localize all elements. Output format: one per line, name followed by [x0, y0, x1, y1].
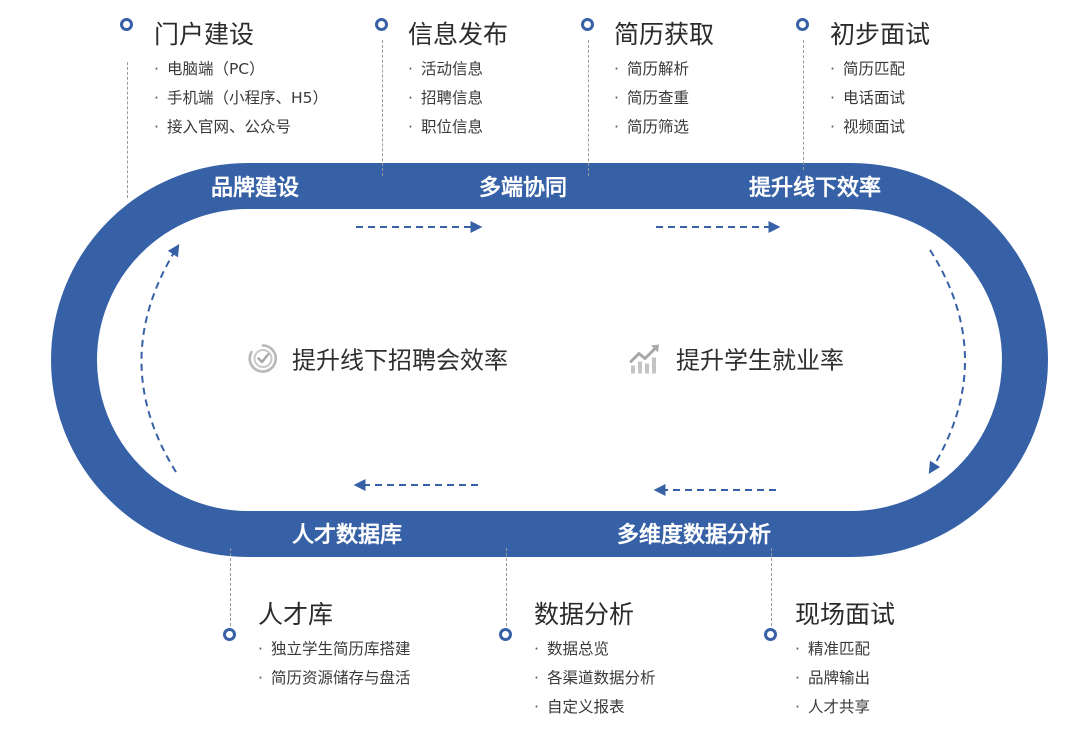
section-marker-dot [223, 628, 236, 641]
section-item: 精准匹配 [795, 635, 895, 664]
section-item: 电脑端（PC） [154, 55, 328, 84]
section-item: 自定义报表 [534, 693, 655, 722]
section-marker-dot [375, 18, 388, 31]
center-text: 提升线下招聘会效率 [292, 346, 508, 375]
section-portal-construction: 门户建设 电脑端（PC） 手机端（小程序、H5） 接入官网、公众号 [154, 20, 328, 142]
connector-line [382, 40, 383, 176]
section-item: 数据总览 [534, 635, 655, 664]
cycle-track [51, 163, 1048, 557]
section-title: 门户建设 [154, 20, 255, 49]
section-item: 活动信息 [408, 55, 508, 84]
section-marker-dot [764, 628, 777, 641]
center-goal-employment-rate: 提升学生就业率 [628, 341, 844, 376]
section-item: 简历资源储存与盘活 [258, 664, 411, 693]
section-initial-interview: 初步面试 简历匹配 电话面试 视频面试 [830, 20, 930, 142]
section-item: 简历匹配 [830, 55, 930, 84]
section-resume-acquisition: 简历获取 简历解析 简历查重 简历筛选 [614, 20, 714, 142]
track-label-talent-database: 人才数据库 [291, 523, 403, 548]
section-item: 视频面试 [830, 113, 930, 142]
section-onsite-interview: 现场面试 精准匹配 品牌输出 人才共享 [795, 600, 895, 722]
section-title: 现场面试 [795, 600, 896, 629]
growth-chart-icon [629, 344, 659, 373]
track-label-multi-dimensional-analysis: 多维度数据分析 [616, 523, 772, 548]
section-item: 电话面试 [830, 84, 930, 113]
center-text: 提升学生就业率 [676, 346, 844, 375]
section-title: 数据分析 [534, 600, 635, 629]
connector-line [230, 548, 231, 626]
section-info-publish: 信息发布 活动信息 招聘信息 职位信息 [408, 20, 508, 142]
track-label-brand-building: 品牌建设 [210, 176, 300, 201]
connector-line [803, 40, 804, 170]
connector-line [506, 548, 507, 626]
section-item: 人才共享 [795, 693, 895, 722]
section-data-analysis: 数据分析 数据总览 各渠道数据分析 自定义报表 [534, 600, 655, 722]
clock-check-icon [248, 343, 278, 373]
section-item: 简历查重 [614, 84, 714, 113]
section-item: 独立学生简历库搭建 [258, 635, 411, 664]
flow-arrow-left [140, 243, 180, 473]
section-talent-pool: 人才库 独立学生简历库搭建 简历资源储存与盘活 [258, 600, 410, 693]
section-title: 简历获取 [614, 20, 715, 49]
section-title: 人才库 [258, 600, 334, 629]
section-item: 简历筛选 [614, 113, 714, 142]
section-item: 简历解析 [614, 55, 714, 84]
center-goal-recruitment-efficiency: 提升线下招聘会效率 [246, 341, 508, 376]
track-label-offline-efficiency: 提升线下效率 [748, 176, 882, 201]
section-marker-dot [120, 18, 133, 31]
section-marker-dot [499, 628, 512, 641]
connector-line [127, 62, 128, 198]
connector-line [771, 548, 772, 626]
section-marker-dot [581, 18, 594, 31]
flow-arrow-right [928, 249, 966, 475]
connector-line [588, 40, 589, 176]
section-title: 信息发布 [408, 20, 509, 49]
section-item: 接入官网、公众号 [154, 113, 328, 142]
section-marker-dot [796, 18, 809, 31]
section-item: 招聘信息 [408, 84, 508, 113]
section-item: 手机端（小程序、H5） [154, 84, 328, 113]
section-item: 职位信息 [408, 113, 508, 142]
section-title: 初步面试 [830, 20, 931, 49]
section-item: 品牌输出 [795, 664, 895, 693]
section-item: 各渠道数据分析 [534, 664, 656, 693]
track-label-multi-terminal: 多端协同 [478, 176, 568, 201]
